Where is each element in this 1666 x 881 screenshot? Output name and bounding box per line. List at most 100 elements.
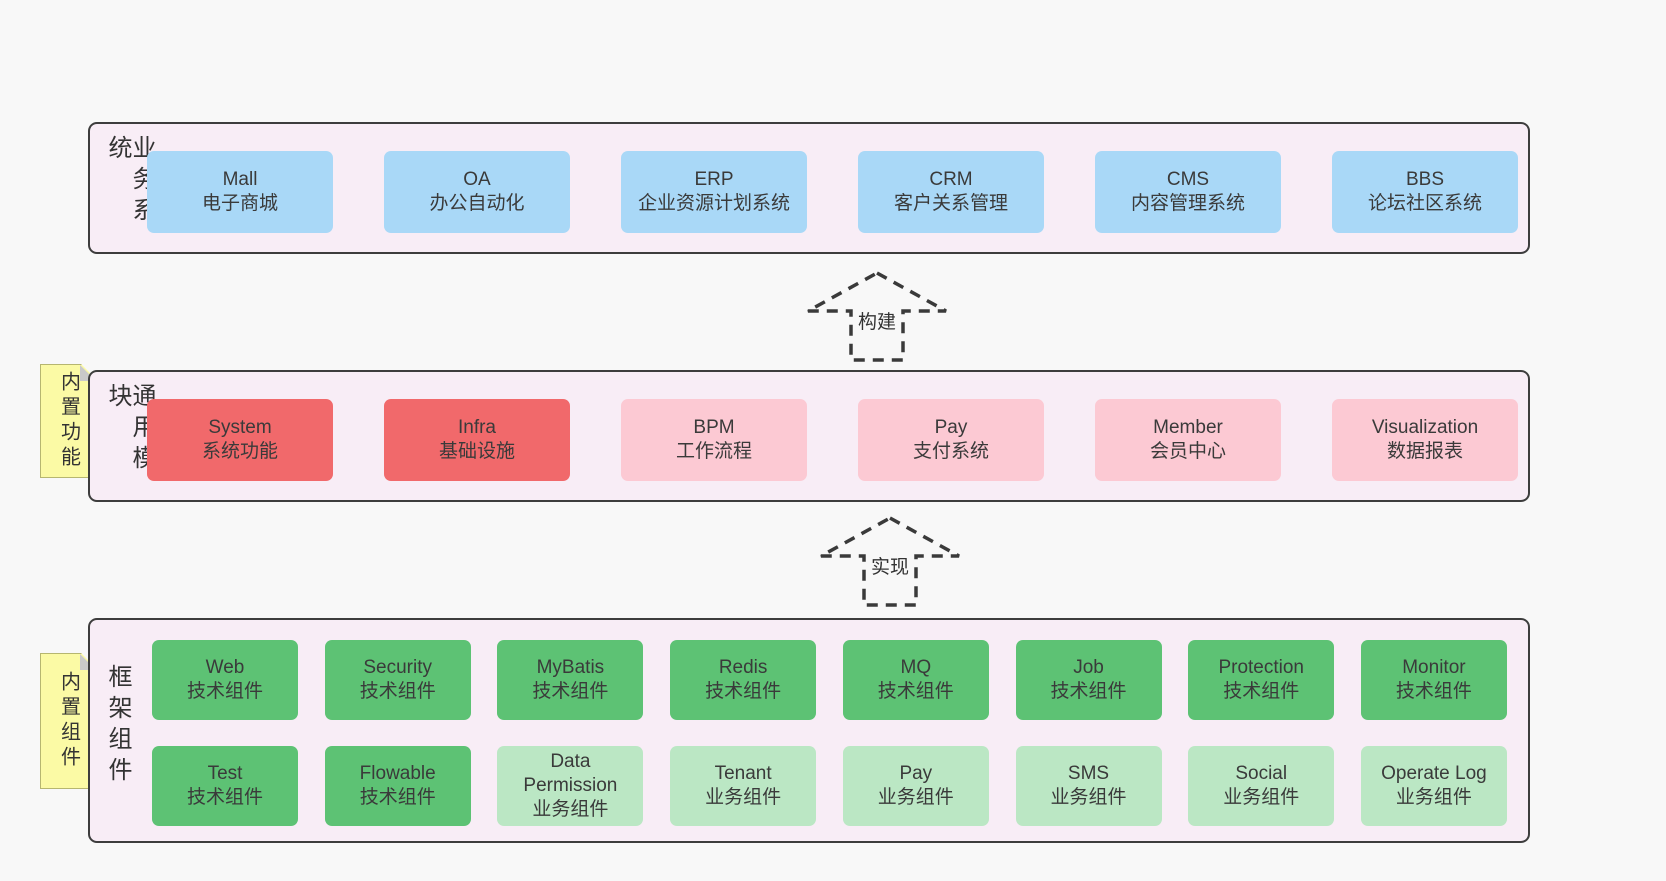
band-business-systems: 业务系统 Mall 电子商城 OA 办公自动化 ERP 企业资源计划系统 CRM… <box>88 122 1530 254</box>
box-bpm: BPM 工作流程 <box>621 399 807 481</box>
box-en-label: Infra <box>457 417 497 438</box>
box-en-label: SMS <box>1067 763 1110 784</box>
box-data-permission: Data Permission 业务组件 <box>497 746 644 826</box>
box-tenant: Tenant 业务组件 <box>670 746 817 826</box>
box-en-label: Test <box>207 763 243 784</box>
box-zh-label: 技术组件 <box>705 681 782 702</box>
box-en-label: Redis <box>718 657 768 678</box>
box-en-label: CMS <box>1166 169 1210 190</box>
box-social: Social 业务组件 <box>1188 746 1335 826</box>
box-zh-label: 基础设施 <box>438 441 515 462</box>
box-en-label: MyBatis <box>536 657 605 678</box>
box-en-label: Tenant <box>714 763 772 784</box>
box-zh-label: 工作流程 <box>675 441 752 462</box>
block-arrow-up-icon <box>820 516 960 607</box>
box-mq: MQ 技术组件 <box>842 640 989 720</box>
box-member: Member 会员中心 <box>1095 399 1281 481</box>
sticky-note-text: 内置组件 <box>57 671 80 771</box>
box-zh-label: 技术组件 <box>1395 681 1472 702</box>
box-zh-label: 办公自动化 <box>429 193 525 214</box>
box-zh-label: 业务组件 <box>1395 787 1472 808</box>
box-zh-label: 企业资源计划系统 <box>637 193 790 214</box>
box-en-label: Pay <box>934 417 968 438</box>
box-monitor: Monitor 技术组件 <box>1360 640 1507 720</box>
box-zh-label: 业务组件 <box>1050 787 1127 808</box>
block-arrow-up-icon <box>807 271 947 362</box>
box-zh-label: 业务组件 <box>532 799 609 820</box>
box-mall: Mall 电子商城 <box>147 151 333 233</box>
band-title: 业务系统 <box>104 135 155 228</box>
box-zh-label: 论坛社区系统 <box>1367 193 1482 214</box>
box-en-label: Social <box>1235 763 1288 784</box>
box-en-label: Data Permission <box>523 751 618 796</box>
box-en-label: Monitor <box>1402 657 1466 678</box>
box-pay-component: Pay 业务组件 <box>842 746 989 826</box>
box-protection: Protection 技术组件 <box>1188 640 1335 720</box>
box-redis: Redis 技术组件 <box>670 640 817 720</box>
box-zh-label: 业务组件 <box>877 787 954 808</box>
build-arrow: 构建 <box>802 270 952 364</box>
box-en-label: BBS <box>1405 169 1445 190</box>
box-en-label: Protection <box>1218 657 1304 678</box>
box-zh-label: 业务组件 <box>705 787 782 808</box>
box-cms: CMS 内容管理系统 <box>1095 151 1281 233</box>
box-zh-label: 技术组件 <box>359 787 436 808</box>
box-zh-label: 技术组件 <box>532 681 609 702</box>
box-en-label: CRM <box>929 169 973 190</box>
box-en-label: Security <box>363 657 433 678</box>
box-en-label: Flowable <box>359 763 436 784</box>
box-zh-label: 内容管理系统 <box>1130 193 1245 214</box>
box-en-label: Operate Log <box>1381 763 1487 784</box>
box-en-label: Member <box>1153 417 1223 438</box>
components-box-row-2: Test 技术组件 Flowable 技术组件 Data Permission … <box>152 746 1507 826</box>
band-framework-components: 框架组件 Web 技术组件 Security 技术组件 MyBatis 技术组件… <box>88 618 1530 843</box>
box-operate-log: Operate Log 业务组件 <box>1360 746 1507 826</box>
arrow-label: 实现 <box>865 551 915 580</box>
box-test: Test 技术组件 <box>152 746 298 826</box>
box-en-label: BPM <box>693 417 735 438</box>
box-zh-label: 客户关系管理 <box>893 193 1008 214</box>
box-oa: OA 办公自动化 <box>384 151 570 233</box>
box-zh-label: 技术组件 <box>877 681 954 702</box>
box-bbs: BBS 论坛社区系统 <box>1332 151 1518 233</box>
box-infra: Infra 基础设施 <box>384 399 570 481</box>
band-title: 框架组件 <box>104 664 131 788</box>
box-zh-label: 支付系统 <box>912 441 989 462</box>
box-en-label: Visualization <box>1371 417 1479 438</box>
box-zh-label: 业务组件 <box>1223 787 1300 808</box>
box-mybatis: MyBatis 技术组件 <box>497 640 644 720</box>
sticky-note-text: 内置功能 <box>57 371 80 471</box>
box-zh-label: 数据报表 <box>1386 441 1463 462</box>
box-visualization: Visualization 数据报表 <box>1332 399 1518 481</box>
box-en-label: ERP <box>694 169 734 190</box>
box-pay: Pay 支付系统 <box>858 399 1044 481</box>
box-zh-label: 技术组件 <box>186 681 263 702</box>
box-zh-label: 技术组件 <box>186 787 263 808</box>
box-zh-label: 系统功能 <box>201 441 278 462</box>
business-box-row: Mall 电子商城 OA 办公自动化 ERP 企业资源计划系统 CRM 客户关系… <box>147 151 1518 233</box>
box-zh-label: 电子商城 <box>201 193 278 214</box>
box-zh-label: 技术组件 <box>359 681 436 702</box>
box-job: Job 技术组件 <box>1015 640 1162 720</box>
box-en-label: System <box>208 417 272 438</box>
box-sms: SMS 业务组件 <box>1015 746 1162 826</box>
modules-box-row: System 系统功能 Infra 基础设施 BPM 工作流程 Pay 支付系统… <box>147 399 1518 481</box>
box-zh-label: 技术组件 <box>1223 681 1300 702</box>
box-crm: CRM 客户关系管理 <box>858 151 1044 233</box>
implement-arrow: 实现 <box>815 515 965 609</box>
box-en-label: MQ <box>900 657 932 678</box>
box-en-label: Mall <box>222 169 258 190</box>
box-en-label: Web <box>205 657 245 678</box>
box-web: Web 技术组件 <box>152 640 298 720</box>
box-erp: ERP 企业资源计划系统 <box>621 151 807 233</box>
box-flowable: Flowable 技术组件 <box>324 746 471 826</box>
box-zh-label: 技术组件 <box>1050 681 1127 702</box>
box-system: System 系统功能 <box>147 399 333 481</box>
band-title: 通用模块 <box>104 383 155 476</box>
box-security: Security 技术组件 <box>324 640 471 720</box>
box-en-label: Pay <box>899 763 933 784</box>
components-box-row-1: Web 技术组件 Security 技术组件 MyBatis 技术组件 Redi… <box>152 640 1507 720</box>
box-en-label: OA <box>463 169 491 190</box>
box-zh-label: 会员中心 <box>1149 441 1226 462</box>
band-common-modules: 通用模块 System 系统功能 Infra 基础设施 BPM 工作流程 Pay… <box>88 370 1530 502</box>
